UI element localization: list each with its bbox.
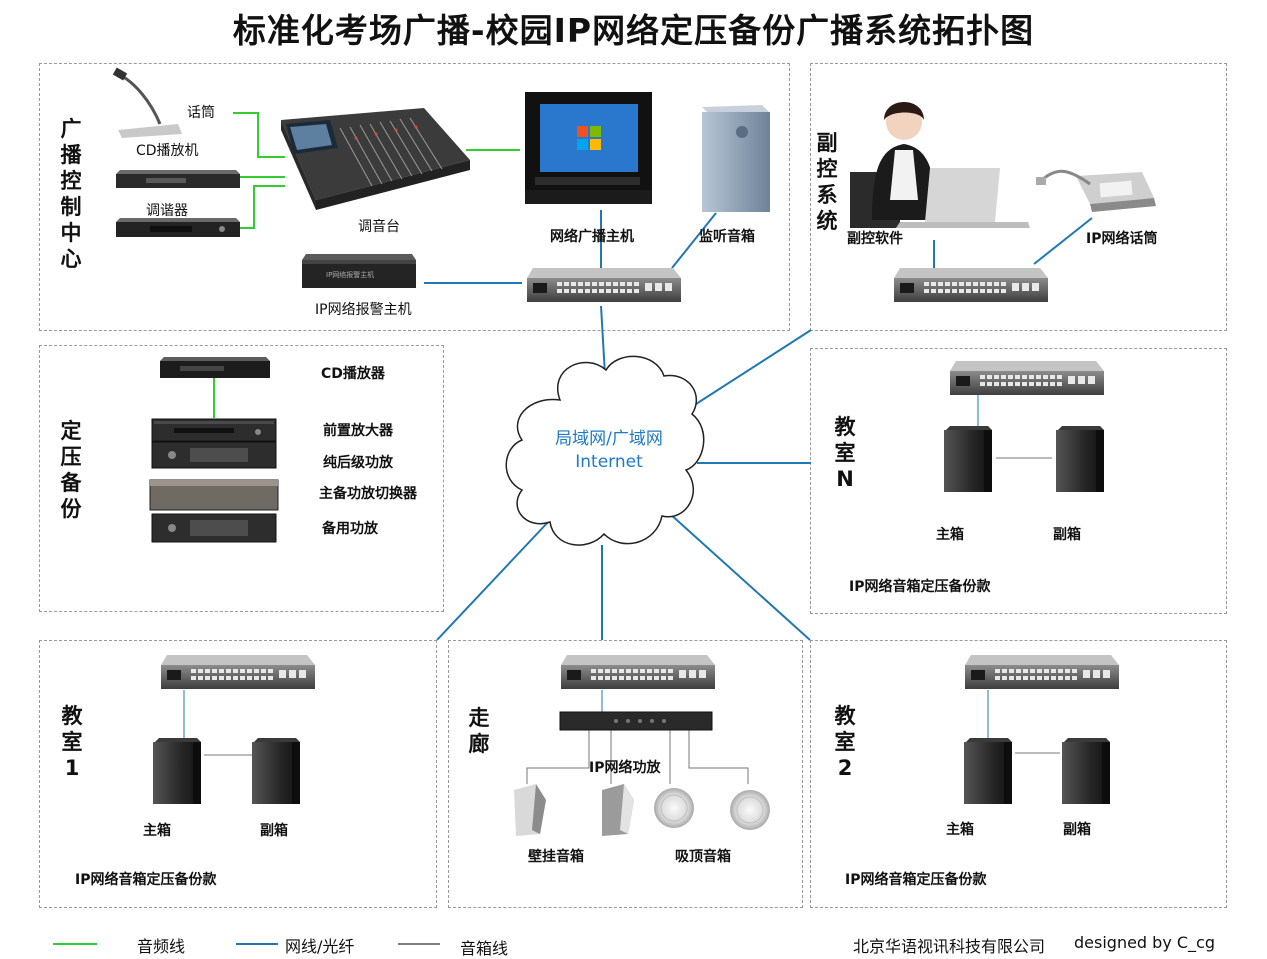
label-backup-control: 副控系统	[816, 131, 838, 233]
ceiling-speaker-left-icon	[654, 788, 694, 828]
label-classroom-2-sub: 副箱	[1063, 822, 1091, 838]
page-title: 标准化考场广播-校园IP网络定压备份广播系统拓扑图	[232, 11, 1035, 50]
label-classroom-1-note: IP网络音箱定压备份款	[75, 872, 217, 888]
panel-control-center	[39, 63, 790, 331]
label-cd-player: CD播放机	[136, 143, 199, 159]
classroom-1-main-speaker-icon	[153, 738, 201, 804]
label-broadcast-host: 网络广播主机	[550, 229, 634, 245]
label-ip-power-amp: IP网络功放	[589, 760, 661, 776]
credit-designer: designed by C_cg	[1074, 933, 1215, 952]
monitor-speaker-icon	[702, 105, 770, 212]
label-power-amp: 纯后级功放	[323, 455, 393, 471]
label-tuner: 调谐器	[146, 203, 188, 219]
panel-classroom-2	[810, 640, 1227, 908]
legend-network-label: 网线/光纤	[285, 937, 355, 956]
label-classroom-2: 教室2	[834, 704, 856, 780]
alarm-host-face-label: IP网络报警主机	[326, 271, 375, 279]
label-classroom-1-main: 主箱	[143, 823, 171, 839]
ip-power-amp-icon	[559, 711, 713, 731]
label-corridor: 走廊	[468, 706, 490, 756]
preamp-icon	[151, 418, 277, 442]
corridor-switch-icon	[561, 655, 715, 689]
label-ceiling-speaker: 吸顶音箱	[675, 849, 731, 865]
label-backup-amp: 备用功放	[322, 521, 378, 537]
label-classroom-n-main: 主箱	[936, 527, 964, 543]
label-wall-speaker: 壁挂音箱	[528, 849, 584, 865]
backup-amp-icon	[151, 513, 277, 543]
label-classroom-n-sub: 副箱	[1053, 527, 1081, 543]
switcher-icon	[149, 479, 279, 511]
ceiling-speaker-right-icon	[730, 790, 770, 830]
classroom-1-sub-speaker-icon	[252, 738, 300, 804]
panel-classroom-1	[39, 640, 437, 908]
mixing-console-icon	[281, 108, 470, 210]
power-amp-icon	[151, 441, 277, 469]
tuner-icon	[116, 218, 240, 237]
backup-switch-icon	[894, 268, 1048, 302]
label-mic: 话筒	[187, 105, 215, 121]
label-switcher: 主备功放切换器	[319, 486, 417, 502]
classroom-n-main-speaker-icon	[944, 426, 992, 492]
label-classroom-n: 教室N	[834, 415, 856, 491]
legend-speaker-label: 音箱线	[460, 939, 509, 958]
label-constant-backup: 定压备份	[60, 419, 82, 521]
backup-cd-player-icon	[160, 357, 270, 378]
classroom-1-switch-icon	[161, 655, 315, 689]
panel-backup-control	[810, 63, 1227, 331]
label-classroom-n-note: IP网络音箱定压备份款	[849, 579, 991, 595]
operator-with-laptop-icon	[850, 102, 1030, 228]
label-classroom-2-note: IP网络音箱定压备份款	[845, 872, 987, 888]
classroom-2-main-speaker-icon	[964, 738, 1012, 804]
label-classroom-2-main: 主箱	[946, 822, 974, 838]
panel-constant-backup	[39, 345, 444, 612]
ip-microphone-icon	[1036, 169, 1156, 212]
cloud-label-internet: Internet	[575, 452, 643, 472]
classroom-2-sub-speaker-icon	[1062, 738, 1110, 804]
alarm-host-icon	[302, 254, 416, 288]
cloud-label-lan-wan: 局域网/广域网	[555, 429, 663, 449]
label-ip-mic: IP网络话筒	[1086, 231, 1158, 247]
label-backup-software: 副控软件	[847, 231, 903, 247]
label-monitor-speaker: 监听音箱	[699, 229, 755, 245]
label-control-center: 广播控制中心	[60, 117, 82, 271]
broadcast-host-icon	[525, 92, 652, 204]
label-backup-cd: CD播放器	[321, 366, 385, 382]
label-classroom-1-sub: 副箱	[260, 823, 288, 839]
panel-corridor	[448, 640, 803, 908]
classroom-2-switch-icon	[965, 655, 1119, 689]
credit-company: 北京华语视讯科技有限公司	[853, 937, 1046, 956]
legend-audio-label: 音频线	[137, 937, 186, 956]
label-classroom-1: 教室1	[61, 704, 83, 780]
panel-classroom-n	[810, 348, 1227, 614]
classroom-n-sub-speaker-icon	[1056, 426, 1104, 492]
label-alarm-host: IP网络报警主机	[315, 302, 412, 318]
wall-speaker-right-icon	[602, 784, 634, 836]
label-preamp: 前置放大器	[323, 423, 393, 439]
classroom-n-switch-icon	[950, 361, 1104, 395]
core-switch-icon	[527, 268, 681, 302]
label-mixer: 调音台	[358, 219, 400, 235]
network-cloud-icon	[505, 355, 705, 546]
cd-player-icon	[116, 170, 240, 188]
wall-speaker-left-icon	[514, 784, 546, 836]
gooseneck-mic-icon	[112, 67, 182, 138]
